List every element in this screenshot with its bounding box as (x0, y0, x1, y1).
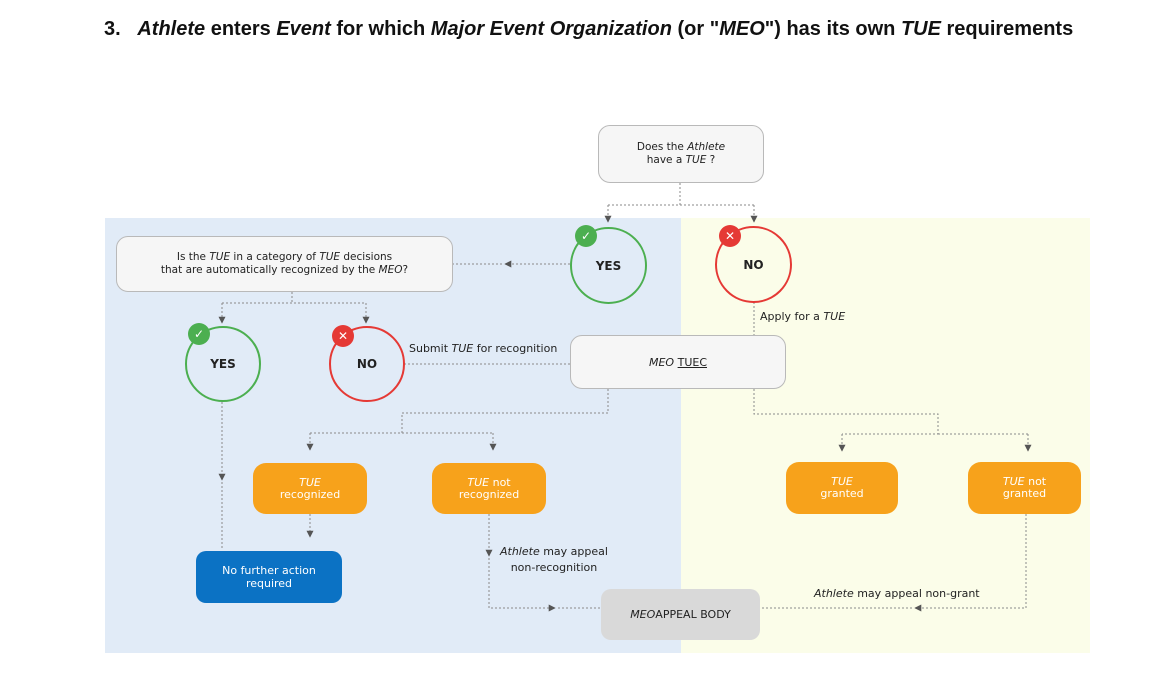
text: granted (820, 487, 864, 500)
text: TUE (831, 475, 853, 488)
text: Submit (409, 342, 452, 355)
text: TUE (451, 342, 474, 355)
text: recognized (279, 487, 341, 501)
box-line: TUE not (467, 475, 511, 489)
text: recognized (458, 487, 520, 501)
check-icon: ✓ (188, 323, 210, 345)
question-auto-recognized: Is the TUE in a category of TUE decision… (116, 236, 453, 292)
question-line: have a TUE ? (647, 154, 716, 167)
text: MEO (378, 264, 403, 276)
text: TUEC (677, 355, 707, 369)
yes-top-label: YES (595, 258, 622, 273)
yes-top-circle: YES (570, 227, 647, 304)
text: granted (1002, 487, 1047, 500)
question-line: Is the TUE in a category of TUE decision… (177, 251, 392, 264)
check-glyph: ✓ (193, 327, 205, 341)
no-top-circle: NO (715, 226, 792, 303)
text: Is the (176, 251, 210, 263)
text: Athlete (814, 587, 854, 600)
text: Athlete (687, 141, 726, 153)
page-title: 3. Athlete enters Event for which Major … (104, 18, 1073, 41)
text: not (1024, 475, 1047, 488)
text: Athlete (500, 545, 540, 558)
text: TUE (823, 310, 846, 323)
text: Does the (636, 141, 688, 153)
title-part: requirements (940, 18, 1074, 40)
text: TUE (1002, 475, 1025, 488)
connector-tuec-right (753, 389, 1028, 435)
yes-left-label: YES (210, 357, 236, 371)
text: TUE (209, 251, 231, 263)
check-icon: ✓ (575, 225, 597, 247)
text: not (489, 475, 511, 489)
connector-top-split (608, 183, 754, 206)
text: TUE (319, 251, 341, 263)
connector-to-appeal-right (914, 514, 1027, 612)
text: may appeal (539, 545, 608, 558)
label-line: Athlete may appeal (500, 545, 608, 559)
no-top-label: NO (743, 257, 764, 272)
text: ? (402, 264, 409, 276)
text: TUE (467, 475, 490, 489)
text: MEO (630, 608, 656, 621)
text: TUE (299, 475, 321, 489)
cross-icon: ✕ (332, 325, 354, 347)
question-line: that are automatically recognized by the… (161, 264, 408, 277)
appeal-non-recognition-label: Athlete may appeal non-recognition (500, 545, 608, 575)
cross-icon: ✕ (719, 225, 741, 247)
title-part: MEO (719, 18, 765, 40)
text: non-recognition (510, 561, 598, 574)
apply-for-tue-label: Apply for a TUE (760, 310, 845, 324)
check-glyph: ✓ (580, 229, 592, 243)
question-has-tue: Does the Athlete have a TUE ? (598, 125, 764, 183)
text: have a (646, 154, 686, 166)
tue-not-granted-box: TUE not granted (968, 462, 1081, 514)
text: for recognition (473, 342, 558, 355)
text: Apply for a (760, 310, 824, 323)
connector-left-split (222, 292, 366, 304)
cross-glyph: ✕ (337, 329, 349, 343)
text: in a category of (230, 251, 320, 263)
text: that are automatically recognized by the (160, 264, 379, 276)
title-part: Event (276, 18, 331, 40)
text: may appeal non-grant (853, 587, 980, 600)
title-part: enters (205, 18, 277, 40)
connector-tuec-left (310, 389, 609, 434)
text: required (245, 577, 293, 590)
text: No further action (222, 564, 316, 577)
text: ? (706, 154, 716, 166)
yes-left-circle: YES (185, 326, 261, 402)
connector-to-appeal-left (488, 558, 556, 612)
text: APPEAL BODY (655, 608, 731, 621)
question-line: Does the Athlete (637, 141, 725, 154)
title-part: (or " (671, 18, 720, 40)
text: MEO (648, 355, 675, 369)
title-part: for which (330, 18, 431, 40)
no-further-action-box: No further action required (196, 551, 342, 603)
tue-not-recognized-box: TUE not recognized (432, 463, 546, 514)
text: TUE (685, 154, 707, 166)
title-part: Athlete (137, 18, 206, 40)
no-left-circle: NO (329, 326, 405, 402)
box-line: TUE not (1003, 476, 1046, 488)
meo-appeal-body-box: MEO APPEAL BODY (601, 589, 760, 640)
no-left-label: NO (356, 357, 378, 371)
cross-glyph: ✕ (724, 229, 736, 243)
submit-for-recognition-label: Submit TUE for recognition (409, 342, 557, 356)
title-number: 3. (104, 18, 121, 40)
tue-granted-box: TUE granted (786, 462, 898, 514)
title-part: ") has its own (764, 18, 901, 40)
title-part: TUE (900, 18, 941, 40)
title-part: Major Event Organization (430, 18, 672, 40)
tue-recognized-box: TUE recognized (253, 463, 367, 514)
meo-tuec-box: MEO TUEC (570, 335, 786, 389)
appeal-non-grant-label: Athlete may appeal non-grant (814, 587, 980, 601)
text: decisions (340, 251, 393, 263)
